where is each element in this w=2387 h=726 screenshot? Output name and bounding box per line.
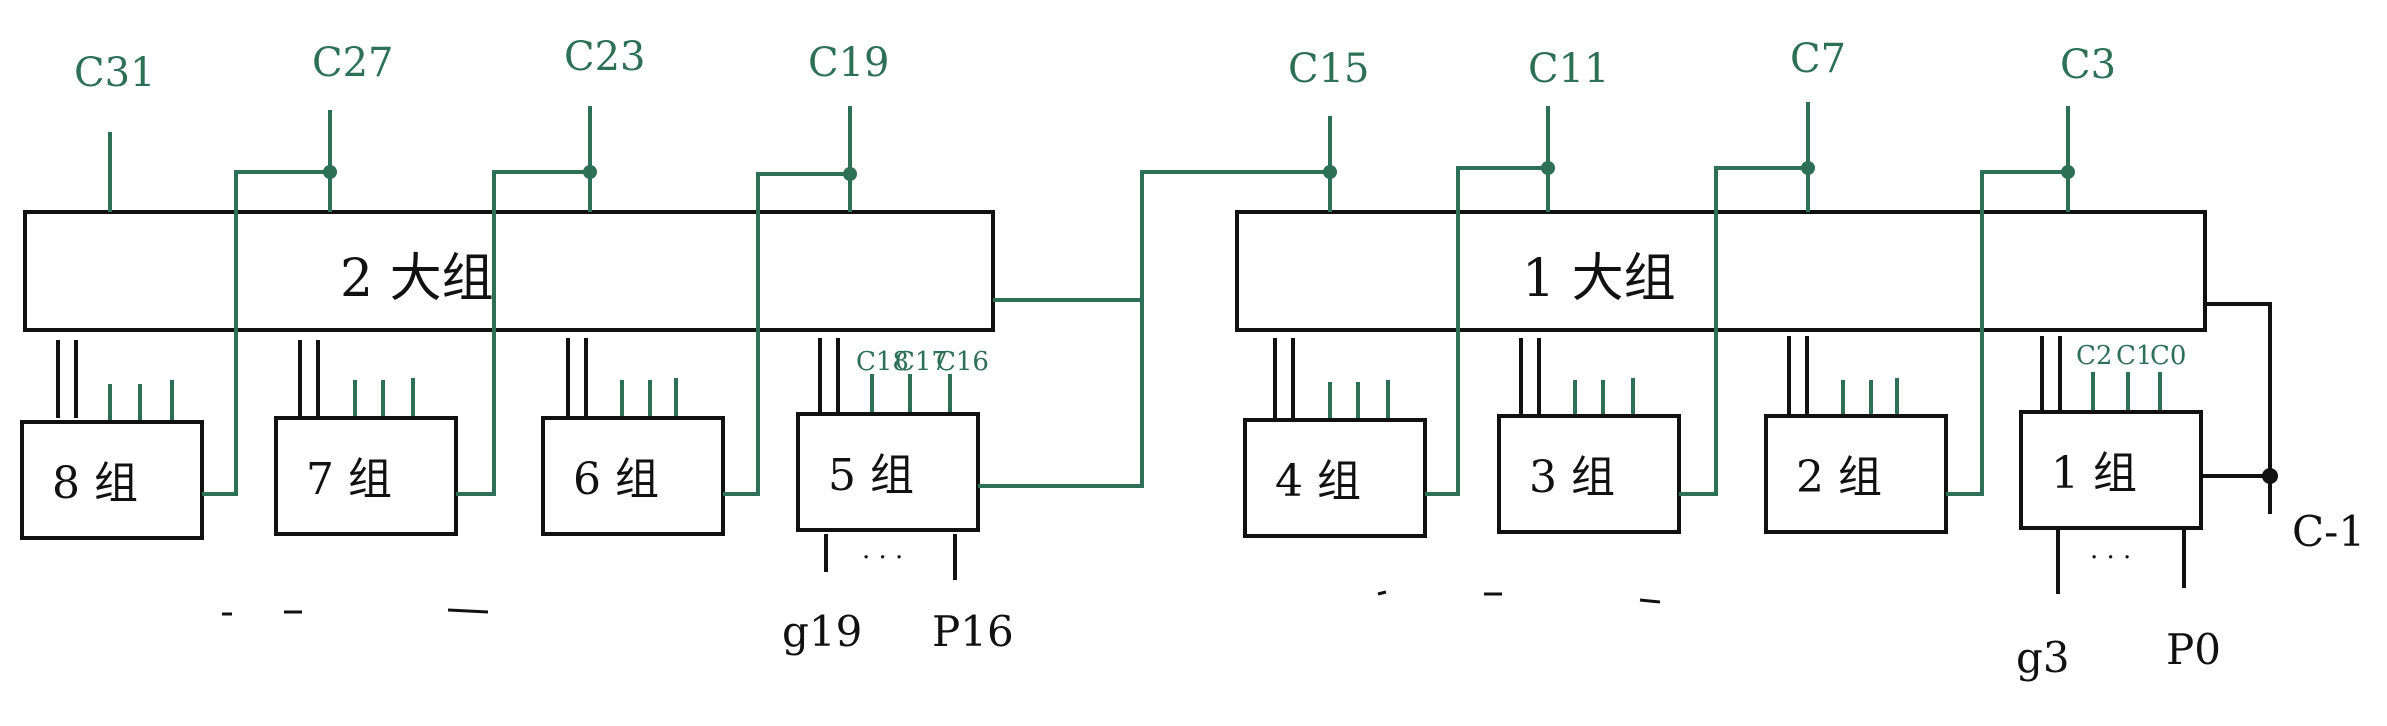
carry-label-c11: C11 (1528, 46, 1610, 92)
carry-in-wire (2201, 302, 2272, 514)
group-2-label: 2 组 (1796, 452, 1882, 503)
carry-label-c3: C3 (2060, 42, 2116, 88)
big-group-2-label: 2 大组 (340, 249, 494, 309)
carry-label-c23: C23 (564, 34, 646, 80)
group5-carry-c16: C16 (936, 347, 989, 377)
group-1-box (2019, 410, 2203, 530)
carry-in-junction-dot (2262, 468, 2278, 484)
group-7-box (274, 416, 458, 536)
group-3-box (1497, 414, 1681, 534)
carry-label-c15: C15 (1288, 46, 1370, 92)
carry-label-c7: C7 (1790, 36, 1846, 82)
input-label-g3: g3 (2016, 633, 2070, 682)
big-group-1-label: 1 大组 (1522, 249, 1676, 309)
group-6-box (541, 416, 725, 536)
group-2-box (1764, 414, 1948, 534)
group-5-box (796, 412, 980, 532)
input-label-p16: P16 (932, 607, 1014, 656)
carry-in-label: C-1 (2292, 507, 2365, 556)
carry-label-c27: C27 (312, 40, 394, 86)
group5-carry-c17: C17 (895, 347, 948, 377)
input-lines (824, 530, 2186, 594)
group-7-label: 7 组 (306, 454, 392, 505)
carry-wires (108, 102, 2070, 496)
big-group-1-box (1235, 210, 2207, 332)
inner-carry-stubs (108, 372, 2162, 420)
group1-carry-c0: C0 (2150, 341, 2186, 371)
carry-label-c31: C31 (74, 50, 156, 96)
group-4-box (1243, 418, 1427, 538)
group-1-label: 1 组 (2051, 448, 2137, 499)
gp-double-lines (56, 336, 2062, 418)
carry-label-c19: C19 (808, 40, 890, 86)
group1-input-dots: · · · (2090, 543, 2131, 573)
group-8-label: 8 组 (52, 458, 138, 509)
group1-carry-c1: C1 (2116, 341, 2152, 371)
group5-carry-c18: C18 (856, 347, 909, 377)
group1-carry-c2: C2 (2076, 341, 2112, 371)
junction-dots (323, 161, 2075, 181)
group-8-box (20, 420, 204, 540)
group-4-label: 4 组 (1275, 456, 1361, 507)
big-group-2-box (23, 210, 995, 332)
group-3-label: 3 组 (1529, 452, 1615, 503)
input-label-p0: P0 (2166, 625, 2221, 674)
group5-input-dots: · · · (862, 543, 903, 573)
input-label-g19: g19 (782, 607, 862, 656)
group-5-label: 5 组 (828, 450, 914, 501)
group-6-label: 6 组 (573, 454, 659, 505)
ellipsis-dashes (222, 590, 1661, 616)
